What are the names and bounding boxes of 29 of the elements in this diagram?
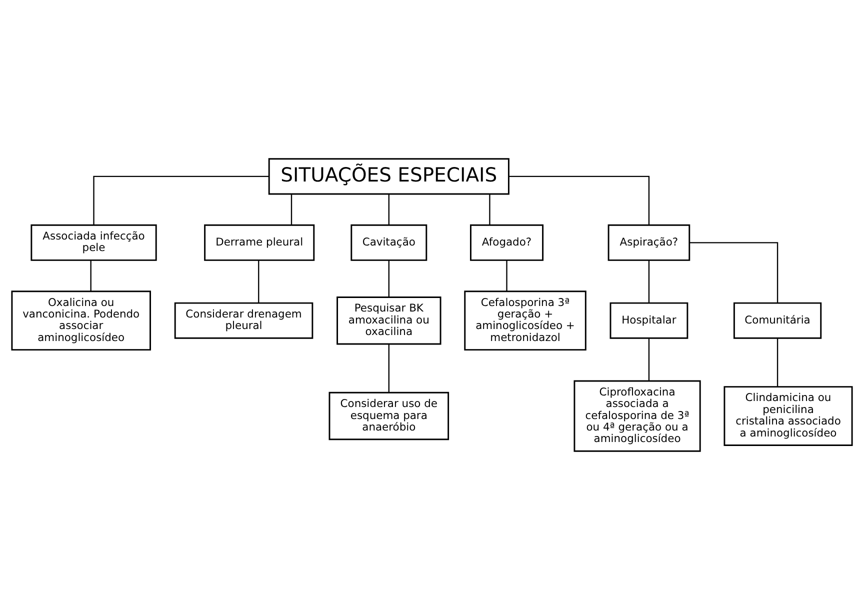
node-box: Associada infecção pele [30,224,157,261]
connector [90,260,92,292]
node-box: Clindamicina ou penicilina cristalina associado a aminoglicosídeo [724,386,853,446]
node-box: Afogado? [470,224,544,261]
connector [93,176,269,225]
node-box: Considerar drenagem pleural [174,302,314,339]
node-box: Cavitação [350,224,428,261]
connector [690,242,778,303]
connector [388,194,390,225]
node-box: Cefalosporina 3ª geração + aminoglicosídeo + metronidazol [464,290,586,351]
connector [506,260,508,292]
node-box: Pesquisar BK amoxacilina ou oxacilina [336,296,442,345]
connector [388,260,390,298]
connector [388,344,390,392]
node-box: Ciprofloxacina associada a cefalosporina de 3ª ou 4ª geração ou a aminoglicosídeo [574,380,701,452]
node-box: Derrame pleural [204,224,315,261]
connector [489,194,490,225]
connector [509,176,650,225]
connector [648,260,650,303]
node-box: Aspiração? [608,224,690,261]
connector [648,338,650,381]
node-box: Comunitária [733,302,822,339]
node-box: Hospitalar [610,302,688,339]
node-box: Considerar uso de esquema para anaeróbio [328,392,450,440]
connector [776,338,778,387]
connector [258,260,260,303]
connector [290,194,292,225]
node-box: Oxalicina ou vanconicina. Podendo associar aminoglicosídeo [11,290,151,351]
node-box: SITUAÇÕES ESPECIAIS [268,158,510,195]
